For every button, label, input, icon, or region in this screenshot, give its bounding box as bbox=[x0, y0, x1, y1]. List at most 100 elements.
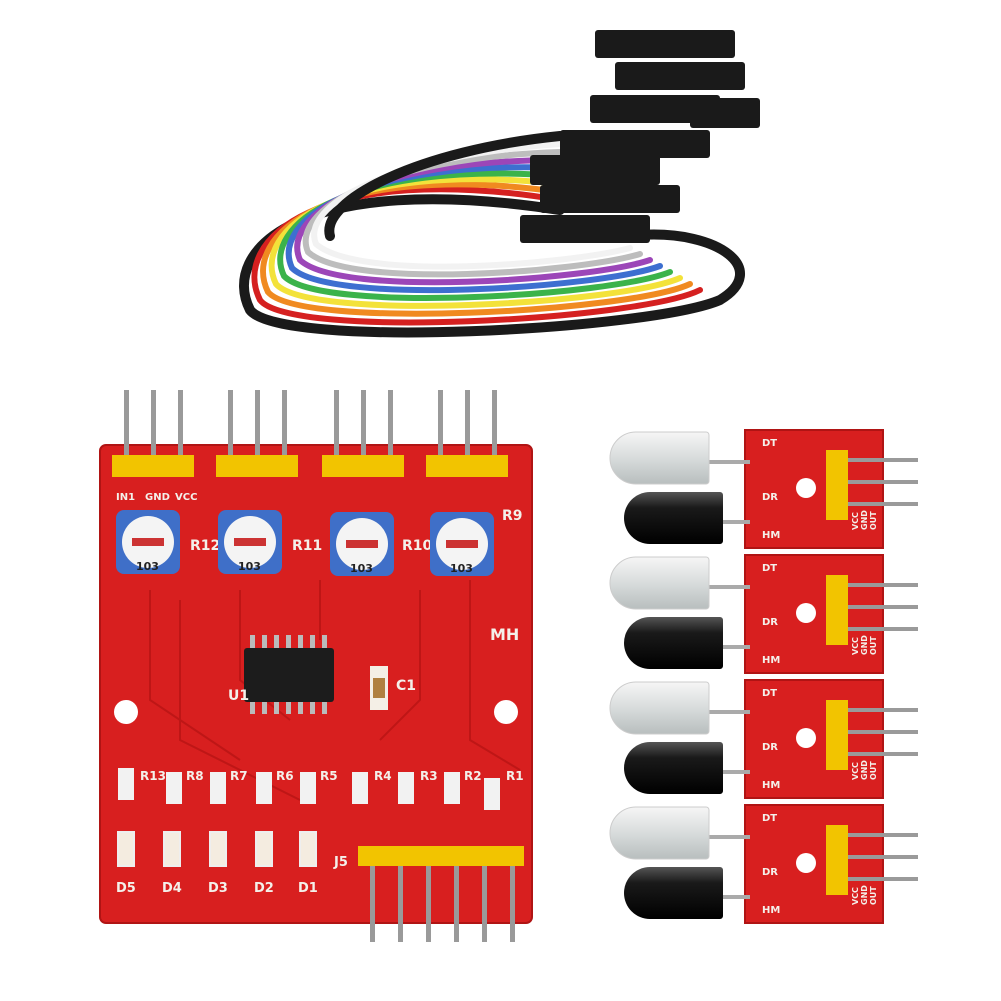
mount-hole bbox=[796, 478, 816, 498]
potentiometer-r12[interactable]: 103 bbox=[116, 510, 180, 574]
led-lead bbox=[700, 835, 750, 839]
header-label-gnd: GND bbox=[145, 492, 170, 503]
sensor-pin-label: GND bbox=[860, 885, 869, 905]
sensor-pin-label: OUT bbox=[869, 761, 878, 780]
sensor-pin-label: VCC bbox=[851, 887, 860, 905]
sensor-label: DT bbox=[762, 438, 777, 449]
led-label: D3 bbox=[208, 881, 228, 896]
brand-label: MH bbox=[490, 625, 519, 644]
sensor-label: DR bbox=[762, 492, 778, 503]
resistor-label: R8 bbox=[186, 769, 204, 783]
cap-label: C1 bbox=[396, 678, 416, 694]
pot-label-r9: R9 bbox=[502, 508, 523, 524]
led-labels: D5 D4 D3 D2 D1 bbox=[116, 881, 318, 896]
ir-receiver-led bbox=[624, 867, 723, 919]
resistor-row bbox=[118, 768, 500, 810]
mount-hole bbox=[796, 603, 816, 623]
ir-receiver-led bbox=[624, 492, 723, 544]
potentiometer-r9[interactable]: 103 bbox=[430, 512, 494, 576]
sensor-pin-label: GND bbox=[860, 635, 869, 655]
mount-hole bbox=[796, 728, 816, 748]
sensor-header bbox=[826, 450, 848, 520]
connector-j5 bbox=[358, 846, 524, 942]
mount-hole bbox=[114, 700, 138, 724]
led-label: D4 bbox=[162, 881, 182, 896]
led-lead bbox=[700, 645, 750, 649]
resistor-label: R7 bbox=[230, 769, 248, 783]
resistor-labels: R13 R8 R7 R6 R5 R4 R3 R2 R1 bbox=[140, 769, 524, 783]
line-tracker-main-board: IN1 GND VCC 103 R12 103 R11 103 R10 103 … bbox=[99, 390, 533, 942]
ir-receiver-led bbox=[624, 617, 723, 669]
pot-label-r11: R11 bbox=[292, 538, 322, 554]
resistor-label: R2 bbox=[464, 769, 482, 783]
sensor-pin bbox=[840, 833, 918, 837]
led-lead bbox=[700, 520, 750, 524]
pot-label-r12: R12 bbox=[190, 538, 220, 554]
ir-emitter-led bbox=[609, 431, 710, 485]
jumper-cable bbox=[239, 131, 745, 338]
resistor-label: R13 bbox=[140, 769, 166, 783]
resistor-label: R1 bbox=[506, 769, 524, 783]
sensor-pin bbox=[840, 877, 918, 881]
ir-emitter-led bbox=[609, 806, 710, 860]
sensor-pin-label: VCC bbox=[851, 637, 860, 655]
sensor-pin-label: VCC bbox=[851, 512, 860, 530]
sensor-pin-label: OUT bbox=[869, 886, 878, 905]
sensor-pin-label: GND bbox=[860, 510, 869, 530]
sensor-pin bbox=[840, 708, 918, 712]
mount-hole bbox=[796, 853, 816, 873]
sensor-label: DR bbox=[762, 742, 778, 753]
potentiometer-r10[interactable]: 103 bbox=[330, 512, 394, 576]
sensor-pin-label: OUT bbox=[869, 636, 878, 655]
resistor-label: R5 bbox=[320, 769, 338, 783]
connector-label: J5 bbox=[333, 855, 348, 870]
pot-marking: 103 bbox=[136, 560, 159, 573]
sensor-pin bbox=[840, 627, 918, 631]
sensor-pin bbox=[840, 458, 918, 462]
sensor-header bbox=[826, 575, 848, 645]
indicator-leds bbox=[117, 831, 317, 867]
sensor-label: HM bbox=[762, 530, 780, 541]
ir-emitter-led bbox=[609, 681, 710, 735]
pot-marking: 103 bbox=[238, 560, 261, 573]
comparator-chip bbox=[244, 635, 334, 714]
led-lead bbox=[700, 710, 750, 714]
header-label-in: IN1 bbox=[116, 492, 135, 503]
led-label: D2 bbox=[254, 881, 274, 896]
led-lead bbox=[700, 585, 750, 589]
header-label-vcc: VCC bbox=[175, 492, 197, 503]
sensor-pin bbox=[840, 583, 918, 587]
mount-hole bbox=[494, 700, 518, 724]
led-label: D1 bbox=[298, 881, 318, 896]
sensor-label: HM bbox=[762, 905, 780, 916]
sensor-pin-label: VCC bbox=[851, 762, 860, 780]
sensor-label: HM bbox=[762, 780, 780, 791]
pot-label-r10: R10 bbox=[402, 538, 433, 554]
resistor-label: R6 bbox=[276, 769, 294, 783]
ir-receiver-led bbox=[624, 742, 723, 794]
resistor-label: R4 bbox=[374, 769, 392, 783]
led-lead bbox=[700, 895, 750, 899]
potentiometer-r11[interactable]: 103 bbox=[218, 510, 282, 574]
sensor-pin bbox=[840, 855, 918, 859]
sensor-header bbox=[826, 825, 848, 895]
pot-marking: 103 bbox=[450, 562, 473, 575]
sensor-label: DT bbox=[762, 813, 777, 824]
sensor-pin-label: GND bbox=[860, 760, 869, 780]
sensor-label: DR bbox=[762, 867, 778, 878]
sensor-header bbox=[826, 700, 848, 770]
resistor-label: R3 bbox=[420, 769, 438, 783]
sensor-pin bbox=[840, 480, 918, 484]
led-lead bbox=[700, 770, 750, 774]
sensor-pin bbox=[840, 502, 918, 506]
ir-emitter-led bbox=[609, 556, 710, 610]
sensor-label: HM bbox=[762, 655, 780, 666]
sensor-pin-label: OUT bbox=[869, 511, 878, 530]
sensor-label: DT bbox=[762, 563, 777, 574]
chip-label: U1 bbox=[228, 688, 249, 704]
led-label: D5 bbox=[116, 881, 136, 896]
